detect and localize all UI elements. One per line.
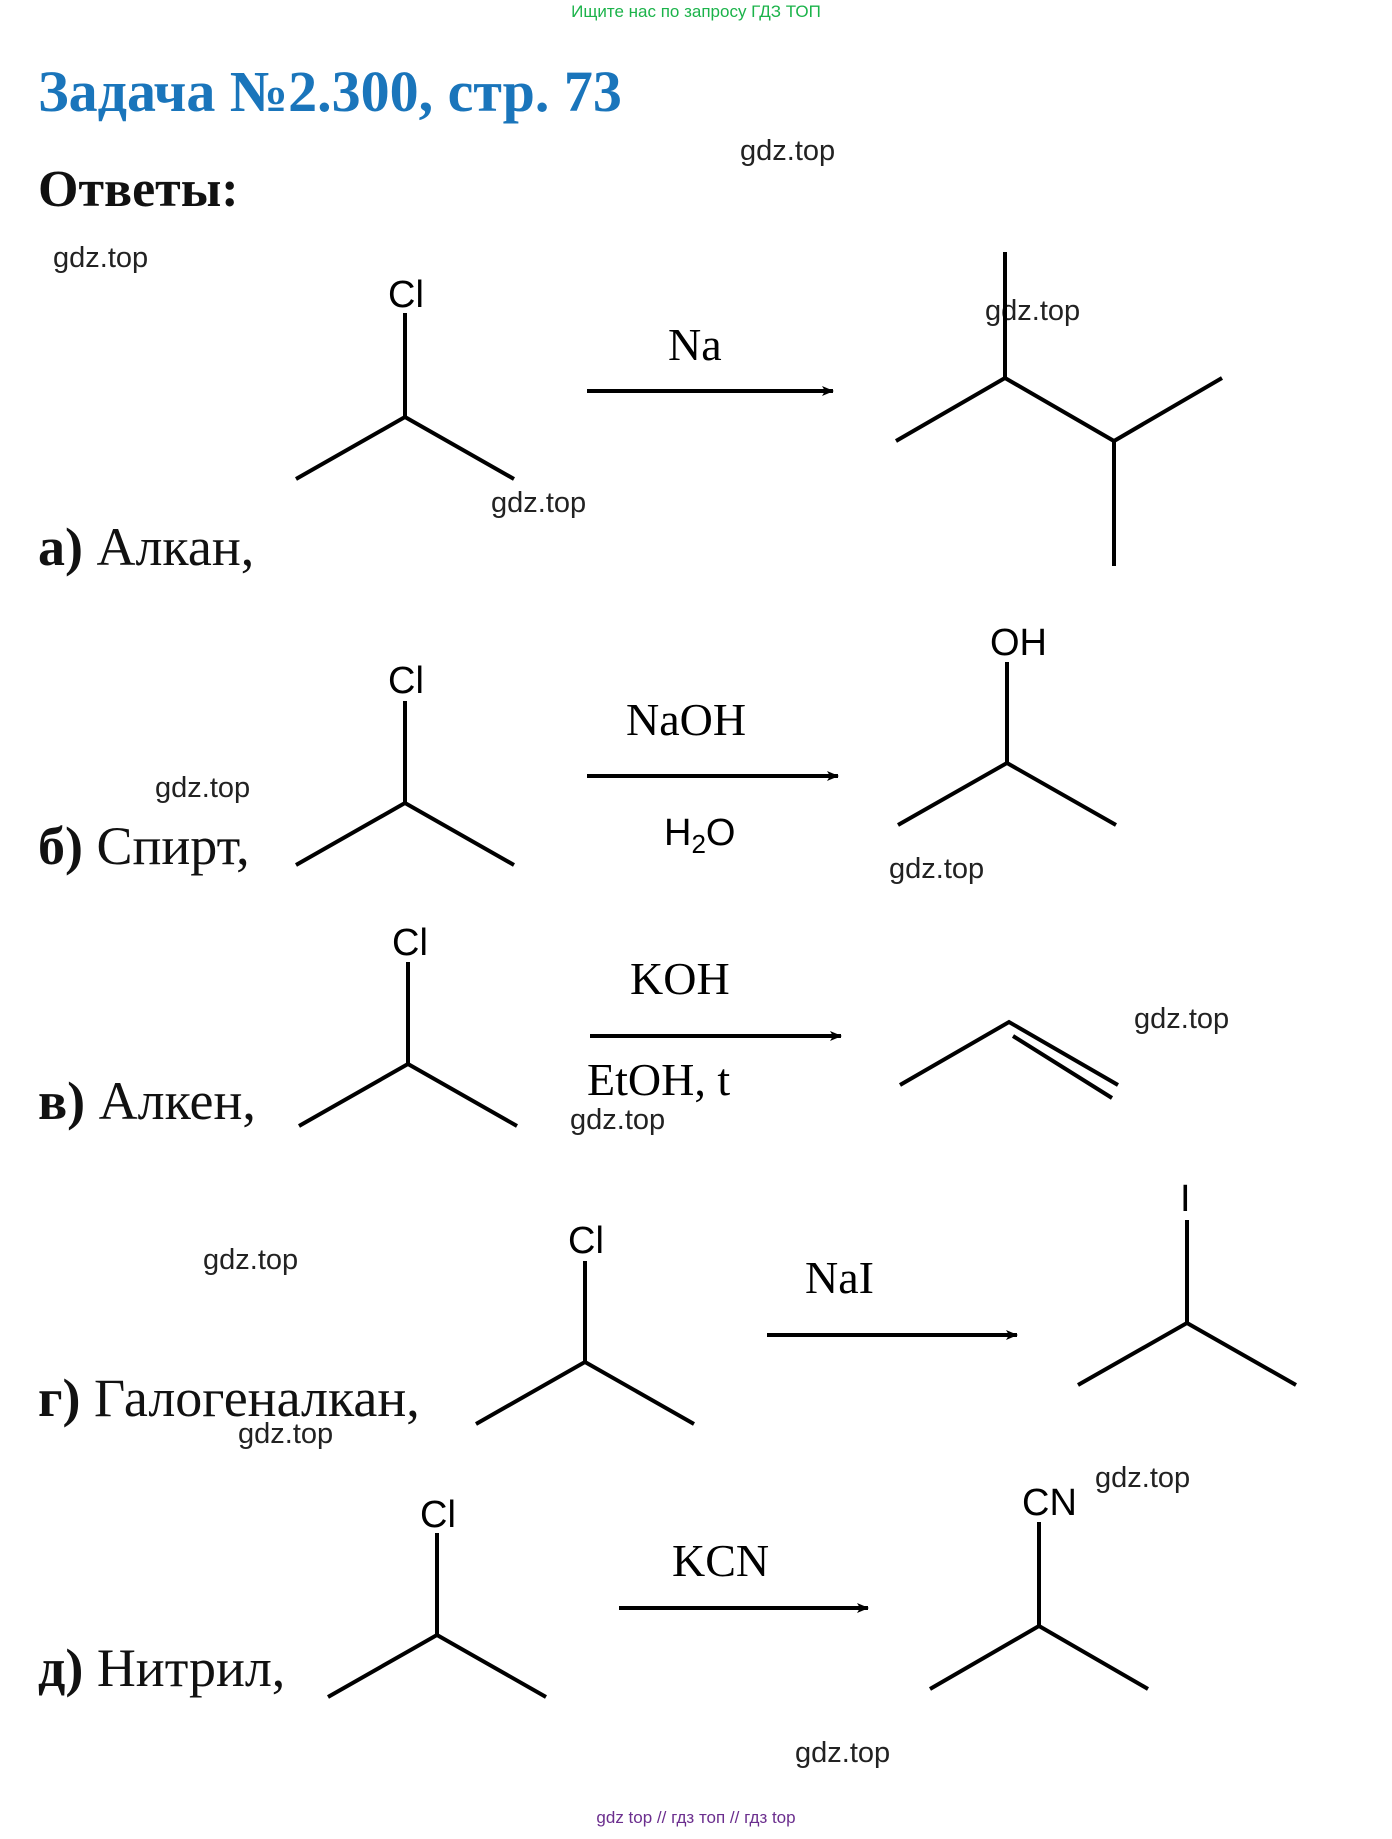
watermark: gdz.top xyxy=(889,853,985,885)
item-label-g: г) Галогеналкан, xyxy=(38,1368,420,1428)
reactant-skeleton xyxy=(295,701,515,867)
reactant-skeleton xyxy=(327,1533,547,1699)
reagent-top: KOH xyxy=(630,953,730,1004)
reagent-top: NaI xyxy=(805,1252,874,1303)
reagent-bottom: H2O xyxy=(664,812,735,859)
item-label-d: д) Нитрил, xyxy=(38,1638,286,1698)
watermark: gdz.top xyxy=(1134,1003,1230,1035)
watermark: gdz.top xyxy=(1095,1462,1191,1494)
reactant-skeleton xyxy=(298,962,518,1128)
chlorine-label: Cl xyxy=(392,922,428,964)
reactant-skeleton xyxy=(295,313,515,481)
chlorine-label: Cl xyxy=(420,1494,456,1536)
reagent-top: NaOH xyxy=(626,694,746,745)
chlorine-label: Cl xyxy=(388,660,424,702)
reactant-skeleton xyxy=(475,1261,695,1426)
page-title: Задача №2.300, стр. 73 xyxy=(38,59,622,124)
item-label-a: а) Алкан, xyxy=(38,517,255,577)
watermark: gdz.top xyxy=(740,135,836,167)
product-skeleton xyxy=(1077,1220,1297,1387)
watermark: gdz.top xyxy=(985,295,1081,327)
reaction-d: Cl KCN CN xyxy=(327,1482,1150,1699)
hydroxyl-label: OH xyxy=(990,622,1047,664)
reagent-bottom: EtOH, t xyxy=(587,1054,730,1105)
footer: gdz top // гдз топ // гдз top xyxy=(596,1808,796,1827)
product-skeleton xyxy=(928,1522,1150,1691)
reaction-v: Cl KOH EtOH, t xyxy=(298,922,1120,1128)
reaction-g: Cl NaI I xyxy=(475,1178,1297,1426)
item-label-v: в) Алкен, xyxy=(38,1071,256,1131)
item-label-b: б) Спирт, xyxy=(38,816,250,876)
answers-heading: Ответы: xyxy=(38,161,239,218)
watermark: gdz.top xyxy=(795,1737,891,1769)
watermark: gdz.top xyxy=(238,1418,334,1450)
product-skeleton xyxy=(897,662,1117,827)
watermark: gdz.top xyxy=(53,242,149,274)
reagent-top: KCN xyxy=(672,1535,769,1586)
watermark: gdz.top xyxy=(155,772,251,804)
iodine-label: I xyxy=(1180,1178,1191,1220)
watermark: gdz.top xyxy=(570,1104,666,1136)
reaction-a: Cl Na xyxy=(295,252,1224,566)
reaction-b: Cl NaOH H2O OH xyxy=(295,622,1117,867)
chlorine-label: Cl xyxy=(568,1220,604,1262)
product-skeleton xyxy=(898,1019,1120,1100)
reagent-top: Na xyxy=(668,319,722,370)
chlorine-label: Cl xyxy=(388,274,424,316)
nitrile-label: CN xyxy=(1022,1482,1077,1524)
product-skeleton xyxy=(894,252,1224,566)
watermark: gdz.top xyxy=(203,1244,299,1276)
top-note: Ищите нас по запросу ГДЗ ТОП xyxy=(571,2,821,21)
watermark: gdz.top xyxy=(491,487,587,519)
